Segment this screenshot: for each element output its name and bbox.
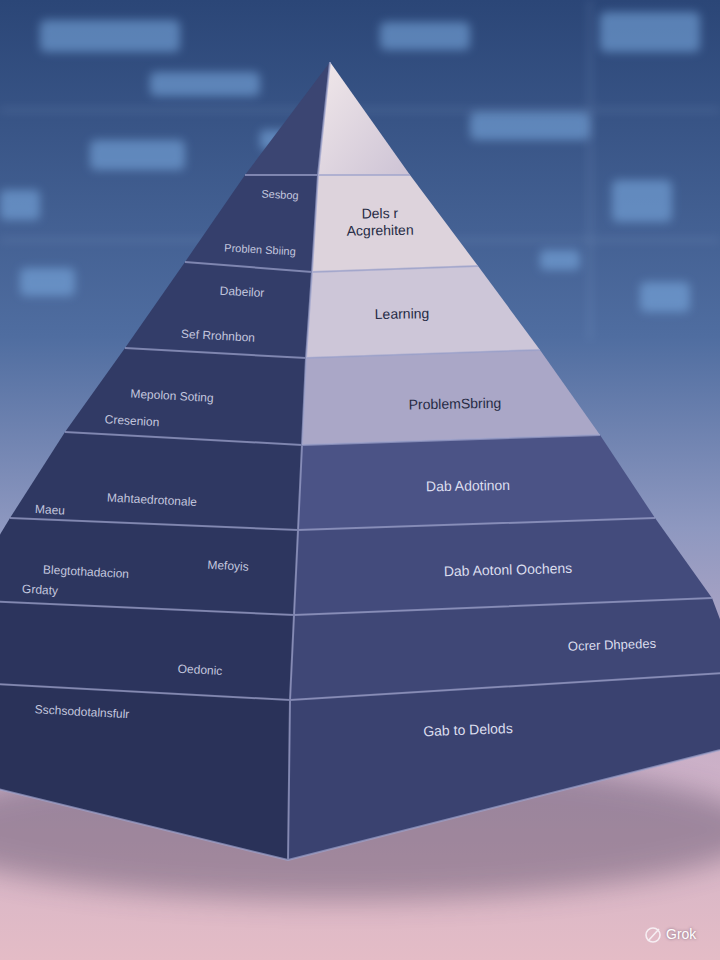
tier-side-label: Grdaty <box>22 582 59 598</box>
tier-side-label: Maeu <box>35 502 66 518</box>
blurred-screens <box>0 12 700 312</box>
tier-front-label: Learning <box>375 305 430 323</box>
tier-front-label: Dab Aotonl Oochens <box>444 560 573 580</box>
pyramid-tier: Learning DabeilorSef Rrohnbon <box>125 262 540 358</box>
watermark-icon <box>646 928 660 942</box>
tier-side-label: Mepolon Soting <box>130 387 214 406</box>
pyramid-tier: Dels r Acgrehiten SesbogProblen Sbiing <box>185 175 478 272</box>
tier-front-label: ProblemSbring <box>409 395 502 413</box>
pyramid-tier: Gab to Delods Sschsodotalnsfulr <box>0 672 720 860</box>
tier-side-label: Dabeilor <box>219 284 264 301</box>
tier-front-label: Gab to Delods <box>423 720 513 740</box>
tier-side-label: Sschsodotalnsfulr <box>34 702 129 721</box>
tier-front-label: Ocrer Dhpedes <box>568 636 657 655</box>
tier-side-label: Sesbog <box>261 187 299 202</box>
pyramid-tier: Dab Aotonl Oochens Mefoyis Blegtothadacion… <box>0 518 712 615</box>
tier-side-label: Mefoyis <box>207 558 249 575</box>
tier-side-label: Cresenion <box>104 412 159 429</box>
tier-side-label: Blegtothadacion <box>43 563 130 582</box>
watermark: Grok <box>666 926 696 943</box>
pyramid-tier: ProblemSbring Mepolon SotingCresenion <box>65 348 600 445</box>
pyramid-tier: Dab AdotinonMahtaedrotonaleMaeu <box>10 432 655 530</box>
tier-side-label: Oedonic <box>177 662 222 679</box>
tier-side-label: Mahtaedrotonale <box>107 490 198 509</box>
tier-side-label: Sef Rrohnbon <box>181 327 256 345</box>
pyramid <box>0 62 720 860</box>
ledge-lines <box>0 62 720 860</box>
tier-front-label: Dels r Acgrehiten <box>337 204 424 239</box>
tier-front-label: Dab Adotinon <box>426 477 510 495</box>
tier-side-label: Problen Sbiing <box>224 242 296 259</box>
pyramid-tier: Ocrer DhpedesOedonic <box>0 598 720 700</box>
